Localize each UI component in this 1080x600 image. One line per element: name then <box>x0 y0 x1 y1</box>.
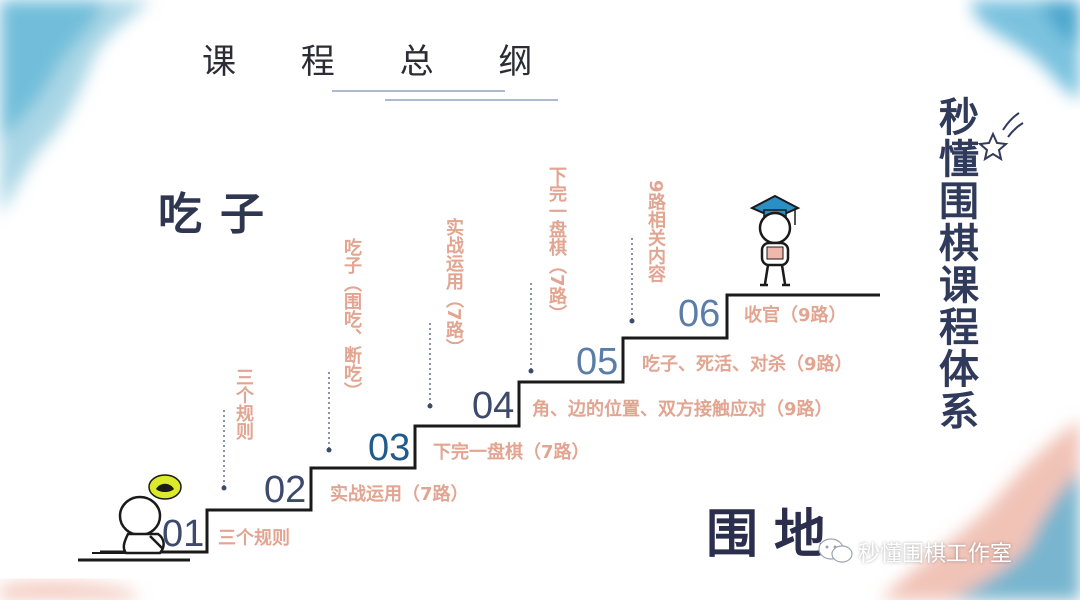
step-label-02: 实战运用（7路） <box>330 484 469 505</box>
sitting-figure-icon <box>118 495 165 555</box>
step-number-02: 02 <box>264 469 307 511</box>
star-doodle-icon <box>977 112 1024 162</box>
watercolor-top-right <box>970 0 1080 100</box>
step-vertical-label-03: 实战运用（7路） <box>443 218 464 357</box>
dotted-connector-dots <box>221 318 635 491</box>
step-vertical-label-05: 9路相关内容 <box>645 180 666 283</box>
step-label-04: 角、边的位置、双方接触应对（9路） <box>532 399 833 420</box>
watercolor-top-left <box>0 0 150 215</box>
step-label-05: 吃子、死活、对杀（9路） <box>642 354 853 375</box>
step-vertical-label-01: 三个规则 <box>233 368 254 440</box>
step-vertical-label-02: 吃子（围吃、断吃） <box>341 238 362 400</box>
side-title: 秒懂围棋课程体系 <box>932 96 978 432</box>
dotted-connectors <box>223 235 633 487</box>
watercolor-bottom-left <box>0 580 140 600</box>
page-title: 课 程 总 纲 <box>202 42 560 82</box>
step-label-03: 下完一盘棋（7路） <box>433 442 590 463</box>
step-number-05: 05 <box>576 341 619 383</box>
step-label-01: 三个规则 <box>218 528 290 549</box>
graduate-figure-icon <box>749 194 801 287</box>
watercolor-bottom-right <box>880 420 1080 600</box>
step-number-01: 01 <box>162 513 205 555</box>
section-weidi: 围地 <box>706 505 843 565</box>
speech-bubble-icon <box>148 474 182 500</box>
staircase-line <box>100 293 880 554</box>
step-vertical-label-04: 下完一盘棋（7路） <box>546 166 567 323</box>
step-number-04: 04 <box>472 385 515 427</box>
watermark-text: 秒懂围棋工作室 <box>858 542 1013 567</box>
step-label-06: 收官（9路） <box>744 305 847 326</box>
wechat-icon <box>818 538 853 563</box>
section-chizi: 吃子 <box>158 189 282 240</box>
step-number-06: 06 <box>678 293 721 335</box>
step-number-03: 03 <box>368 427 411 469</box>
